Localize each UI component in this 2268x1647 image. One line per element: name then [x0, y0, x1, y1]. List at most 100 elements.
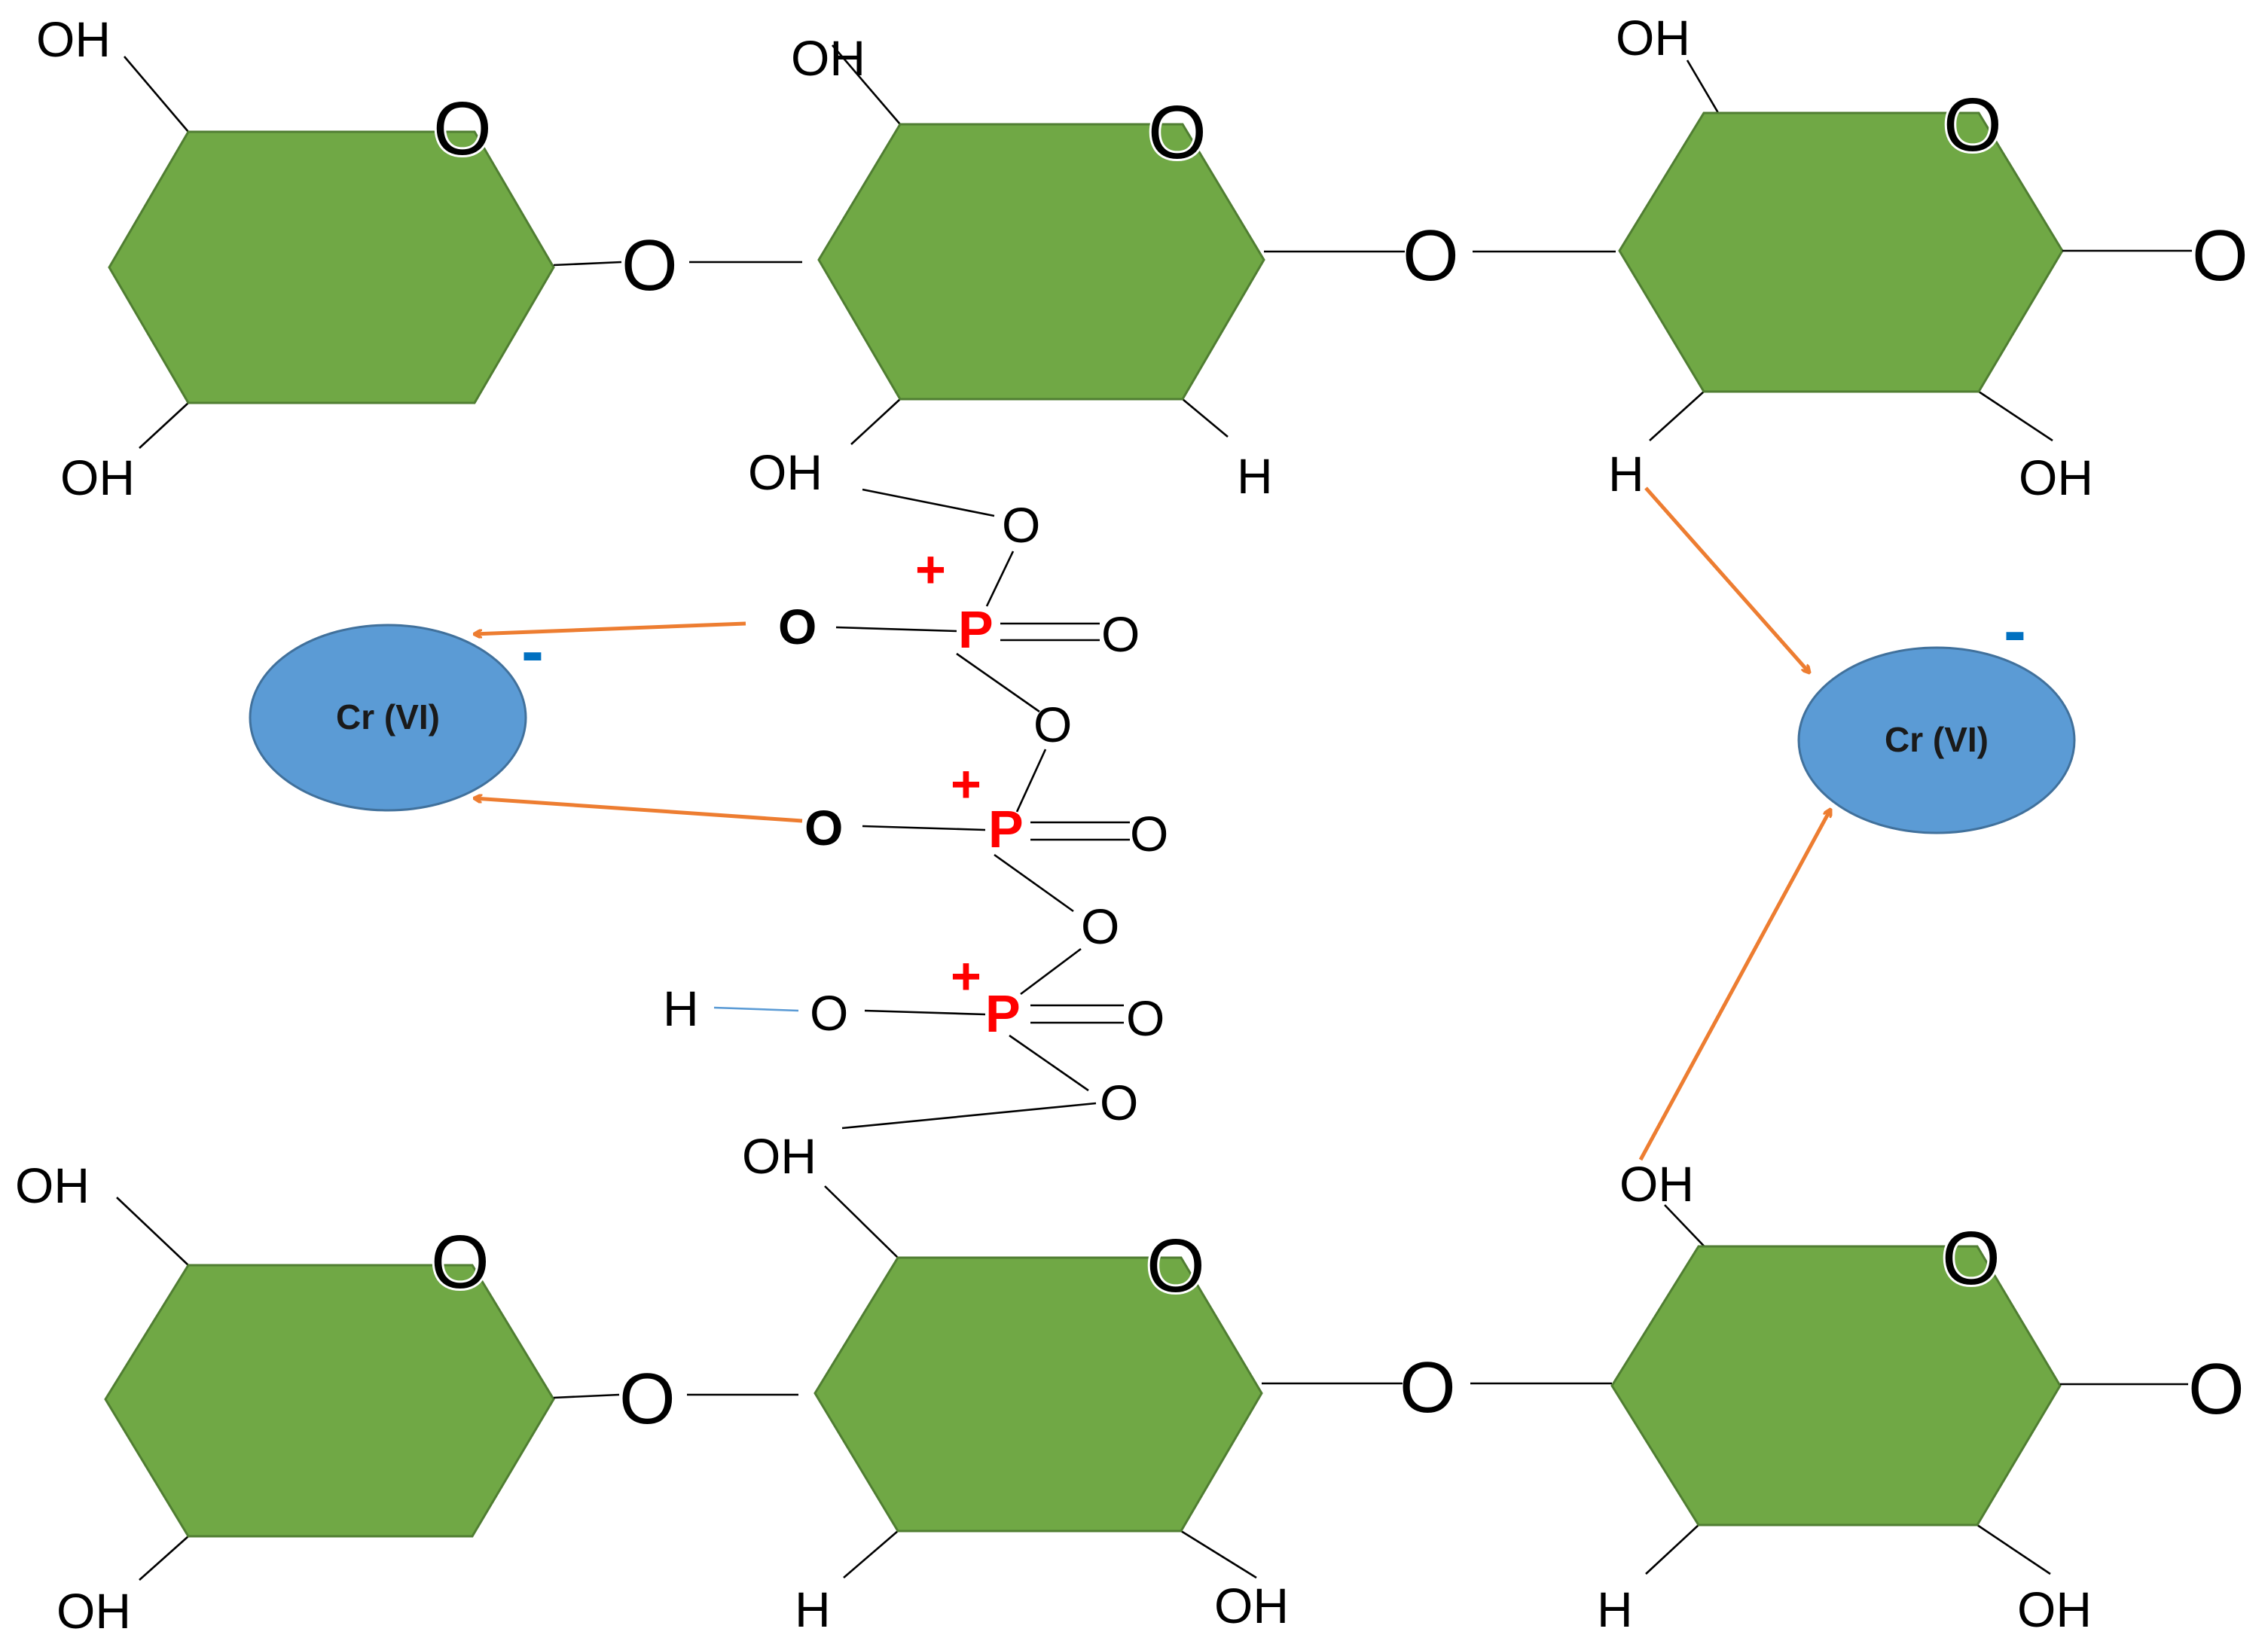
- hydrogen-label: H: [795, 1581, 831, 1637]
- hydroxyl-oxygen-label: O: [810, 985, 848, 1041]
- hydrogen-label: H: [1608, 446, 1644, 502]
- phosphoryl-oxygen-label: O: [1101, 606, 1140, 662]
- glucose-ring: [108, 130, 555, 404]
- ring-oxygen-label: O: [1148, 90, 1207, 175]
- hydrogen-label: H: [1597, 1581, 1633, 1637]
- bond-line: [1645, 1524, 1699, 1575]
- bottom-ring-3: OH H OH O: [1597, 1156, 2092, 1637]
- positive-charge: +: [951, 947, 981, 1005]
- hydroxyl-label: OH: [1616, 10, 1690, 66]
- hydroxyl-label: OH: [36, 11, 111, 67]
- chromium-ion-right: Cr (VI) -: [1797, 593, 2076, 834]
- terminal-oxygen-label: O: [2188, 1349, 2245, 1429]
- bond-line: [850, 398, 901, 445]
- hydroxyl-label: OH: [60, 450, 135, 505]
- hydrogen-bond-arrow: [1644, 486, 1809, 673]
- bridge-oxygen-label: O: [1002, 497, 1040, 553]
- negative-charge: -: [521, 614, 544, 689]
- bottom-glucose-chain: OH OH O O OH H OH O O OH H OH: [15, 1128, 2245, 1639]
- bond-line: [1976, 1523, 2051, 1575]
- bridge-oxygen-label: O: [1100, 1075, 1138, 1130]
- bridge-oxygen-label: O: [1033, 697, 1072, 752]
- hydrogen-label: H: [663, 981, 699, 1036]
- positive-charge: +: [951, 755, 981, 813]
- binding-oxygen-label: O: [778, 599, 817, 654]
- bond-line: [843, 1530, 899, 1578]
- bond-line: [835, 626, 957, 633]
- phosphorus-label: P: [958, 600, 994, 659]
- hydrogen-label: H: [1237, 448, 1273, 504]
- phosphorus-label: P: [985, 984, 1021, 1043]
- glycosidic-oxygen-label: O: [619, 1359, 676, 1439]
- hydroxyl-label: OH: [748, 444, 823, 500]
- negative-charge: -: [2004, 593, 2026, 669]
- hydroxyl-label: OH: [2019, 450, 2093, 505]
- glucose-ring: [1618, 111, 2064, 393]
- bottom-ring-2: OH H OH O: [742, 1128, 1289, 1637]
- bond-line: [1015, 749, 1047, 813]
- ring-oxygen-label: O: [1943, 83, 2002, 167]
- hydroxyl-label: OH: [1214, 1578, 1289, 1633]
- phosphate-chain: O + O P O O + O P O O + H O P O O: [663, 488, 1168, 1130]
- bond-line: [553, 1393, 620, 1399]
- hydroxyl-label: OH: [56, 1583, 131, 1639]
- chromium-ion: [1797, 646, 2076, 834]
- bond-line: [553, 261, 622, 267]
- glucose-ring: [813, 1256, 1263, 1533]
- chromium-ion: [249, 624, 527, 812]
- bond-line: [956, 652, 1040, 713]
- bond-line: [985, 551, 1015, 607]
- bond-line: [864, 1009, 986, 1016]
- hydroxyl-label: OH: [2017, 1581, 2092, 1637]
- hydroxyl-label: OH: [791, 30, 865, 86]
- binding-oxygen-label: O: [804, 800, 843, 856]
- electrostatic-arrow: [475, 798, 803, 823]
- interaction-arrows: [475, 486, 1830, 1161]
- bond-line: [1009, 1034, 1089, 1092]
- bond-line: [1180, 1530, 1257, 1579]
- electrostatic-arrow: [475, 621, 746, 634]
- glycosidic-oxygen-label: O: [621, 225, 678, 306]
- glucose-ring: [817, 123, 1265, 401]
- bond-line: [832, 44, 901, 125]
- phosphoryl-oxygen-label: O: [1130, 806, 1168, 862]
- bond-line: [824, 1185, 899, 1258]
- bond-line: [862, 488, 995, 517]
- bond-line: [139, 402, 189, 449]
- bond-line: [862, 825, 986, 831]
- top-glucose-chain: OH OH O O OH OH H O O OH H OH: [36, 10, 2248, 505]
- bond-line: [1649, 391, 1705, 441]
- ring-oxygen-label: O: [1146, 1224, 1205, 1308]
- chromium-ion-label: Cr (VI): [336, 697, 440, 737]
- top-ring-1: OH OH O: [36, 11, 555, 505]
- terminal-oxygen-label: O: [2192, 215, 2248, 296]
- ring-oxygen-label: O: [1942, 1216, 2001, 1301]
- bond-line: [1182, 398, 1229, 438]
- top-ring-2: OH OH H O: [748, 30, 1273, 504]
- bond-line: [116, 1197, 189, 1266]
- glucose-ring: [1610, 1245, 2062, 1527]
- bond-line: [139, 1536, 189, 1581]
- bond-line: [1978, 390, 2053, 442]
- glycosidic-oxygen-label: O: [1403, 215, 1459, 296]
- glycosidic-oxygen-label: O: [1400, 1347, 1456, 1428]
- bond-line: [124, 56, 189, 133]
- positive-charge: +: [915, 540, 946, 599]
- ring-oxygen-label: O: [433, 87, 492, 171]
- ring-oxygen-label: O: [431, 1220, 490, 1304]
- top-ring-3: OH H OH O: [1608, 10, 2093, 505]
- bond-line: [1020, 947, 1082, 996]
- bottom-ring-1: OH OH O: [15, 1157, 555, 1639]
- phosphorus-label: P: [988, 800, 1024, 859]
- chromium-ion-left: Cr (VI) -: [249, 614, 544, 812]
- bond-line: [994, 853, 1074, 913]
- glucose-ring: [104, 1264, 555, 1538]
- bridge-oxygen-label: O: [1081, 898, 1119, 954]
- hydroxyl-label: OH: [15, 1157, 90, 1213]
- chromium-ion-label: Cr (VI): [1885, 720, 1989, 759]
- hydroxyl-label: OH: [742, 1128, 817, 1184]
- hydroxyl-label: OH: [1619, 1156, 1694, 1212]
- hydrogen-bond-arrow: [1638, 810, 1830, 1161]
